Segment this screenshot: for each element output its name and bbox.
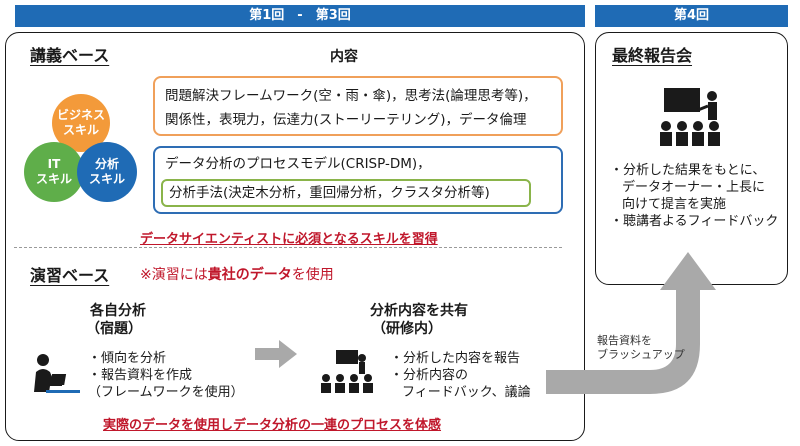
- lecture-heading: 講義ベース: [30, 46, 110, 65]
- note-prefix: ※演習には: [140, 267, 208, 283]
- laptop-user-icon: [34, 354, 80, 393]
- session-banner-1-3: 第1回 - 第3回: [15, 5, 585, 27]
- final-item-4: ・聴講者よるフィードバック: [610, 214, 779, 229]
- exercise-note: ※演習には貴社のデータを使用: [140, 264, 334, 284]
- final-items: ・分析した結果をもとに、 データオーナー・上長に 向けて提言を実施 ・聴講者よる…: [610, 162, 778, 230]
- presentation-group-icon: [321, 350, 373, 393]
- individual-items: ・傾向を分析 ・報告資料を作成 （フレームワークを使用）: [88, 350, 244, 401]
- exercise-heading: 演習ベース: [30, 266, 110, 285]
- share-title: 分析内容を共有: [370, 303, 468, 319]
- skill-circle-analysis: 分析スキル: [77, 142, 137, 202]
- section-divider: [14, 247, 562, 248]
- content-line-2: 関係性，表現力，伝達力(ストーリーテリング)，データ倫理: [165, 112, 527, 128]
- final-item-1: ・分析した結果をもとに、: [610, 163, 766, 178]
- arrow-label-1: 報告資料を: [597, 334, 652, 347]
- arrow-label-2: ブラッシュアップ: [597, 348, 685, 361]
- exercise-tagline: 実際のデータを使用しデータ分析の一連のプロセスを体感: [103, 418, 442, 433]
- it-skill-label-1: IT: [47, 157, 61, 171]
- final-heading: 最終報告会: [612, 46, 693, 65]
- bent-arrow-icon: [546, 252, 716, 394]
- business-skill-label-1: ビジネス: [56, 108, 105, 122]
- share-item-3: フィードバック、議論: [402, 385, 531, 400]
- individual-item-1: ・傾向を分析: [88, 351, 167, 366]
- content-line-crisp: データ分析のプロセスモデル(CRISP-DM)，: [165, 156, 431, 172]
- final-item-3: 向けて提言を実施: [622, 197, 727, 212]
- content-line-1: 問題解決フレームワーク(空・雨・傘)，思考法(論理思考等)，: [165, 88, 537, 104]
- share-item-1: ・分析した内容を報告: [390, 351, 521, 366]
- session-4-panel: [595, 32, 788, 285]
- it-skill-label-2: スキル: [35, 172, 72, 186]
- session-banner-4: 第4回: [595, 5, 788, 27]
- share-item-2: ・分析内容の: [390, 368, 469, 383]
- share-sub: （研修内）: [372, 321, 442, 337]
- individual-item-3: （フレームワークを使用）: [88, 385, 244, 400]
- analysis-skill-label-1: 分析: [94, 157, 119, 171]
- note-bold: 貴社のデータ: [207, 267, 292, 283]
- presenter-icon: [660, 88, 720, 146]
- content-box-methods: 分析手法(決定木分析，重回帰分析，クラスタ分析等): [161, 179, 531, 207]
- lecture-tagline: データサイエンティストに必須となるスキルを習得: [140, 232, 438, 247]
- content-line-methods: 分析手法(決定木分析，重回帰分析，クラスタ分析等): [169, 185, 490, 201]
- right-arrow-icon: [255, 340, 297, 368]
- business-skill-label-2: スキル: [62, 123, 99, 137]
- content-box-thinking: 問題解決フレームワーク(空・雨・傘)，思考法(論理思考等)， 関係性，表現力，伝…: [153, 76, 563, 136]
- arrow-label: 報告資料を ブラッシュアップ: [597, 334, 685, 362]
- final-item-2: データオーナー・上長に: [622, 180, 766, 195]
- analysis-skill-label-2: スキル: [88, 172, 125, 186]
- individual-title: 各自分析: [90, 303, 146, 319]
- note-suffix: を使用: [291, 267, 334, 283]
- share-items: ・分析した内容を報告 ・分析内容の フィードバック、議論: [390, 350, 531, 401]
- content-title: 内容: [330, 49, 358, 65]
- individual-item-2: ・報告資料を作成: [88, 368, 193, 383]
- individual-sub: （宿題）: [86, 321, 142, 337]
